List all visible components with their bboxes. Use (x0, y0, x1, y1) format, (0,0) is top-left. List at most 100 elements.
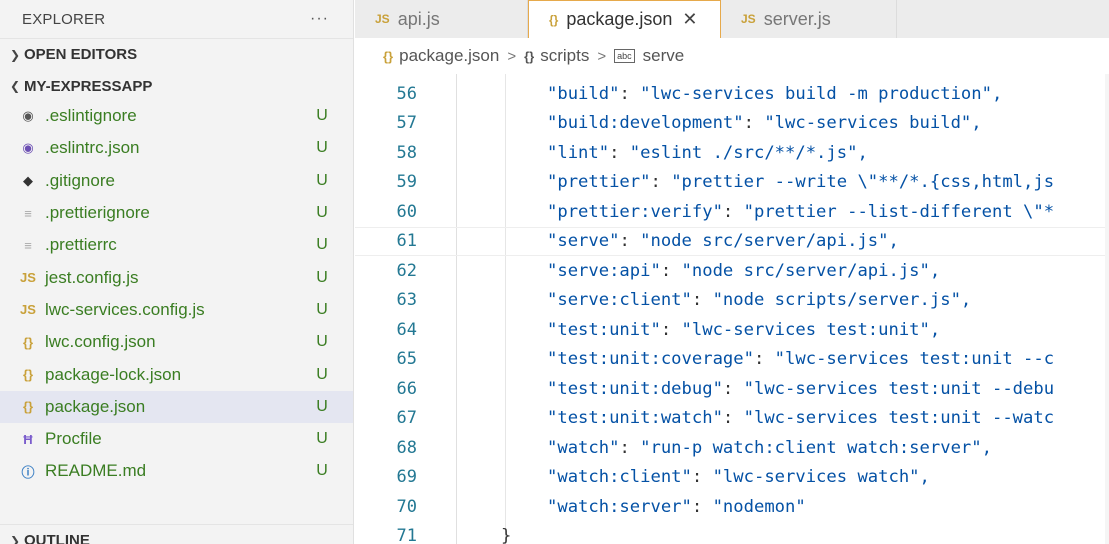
git-icon: ◆ (23, 172, 33, 188)
eslint-icon: ◉ (22, 140, 34, 156)
git-status-badge: U (316, 236, 328, 254)
colon: : (619, 437, 641, 458)
colon: : (743, 113, 765, 134)
json-key: "watch:client" (547, 467, 692, 488)
colon: : (660, 319, 682, 340)
code-text: "test:unit:coverage": "lwc-services test… (547, 349, 1054, 369)
tab-api-js[interactable]: JS api.js (355, 0, 528, 38)
code-text: "lint": "eslint ./src/**/*.js", (547, 143, 868, 163)
section-label: OUTLINE (24, 532, 90, 544)
explorer-sidebar: EXPLORER ··· ❯ OPEN EDITORS ❮ MY-EXPRESS… (0, 0, 354, 544)
json-value: "eslint ./src/**/*.js", (629, 142, 868, 163)
git-status-badge: U (316, 333, 328, 351)
json-value: "node src/server/api.js", (681, 260, 941, 281)
code-line: 67"test:unit:watch": "lwc-services test:… (355, 404, 1109, 434)
line-number: 57 (396, 113, 417, 134)
section-project-folder[interactable]: ❮ MY-EXPRESSAPP (0, 70, 353, 102)
tab-package-json[interactable]: {} package.json ✕ (528, 0, 721, 38)
file-name: .gitignore (45, 170, 115, 190)
breadcrumb-serve[interactable]: serve (642, 46, 685, 65)
editor-scrollbar[interactable] (1105, 74, 1109, 544)
colon: : (722, 201, 744, 222)
code-text: "watch:server": "nodemon" (547, 497, 806, 517)
code-line: 58 "lint": "eslint ./src/**/*.js", (355, 138, 1109, 168)
file-name: package-lock.json (45, 364, 182, 384)
file-item[interactable]: ◆ .gitignore U (0, 165, 353, 197)
code-text: "test:unit:debug": "lwc-services test:un… (547, 379, 1054, 399)
json-value: "lwc-services test:unit --c (774, 349, 1055, 370)
json-value: "nodemon" (712, 496, 806, 517)
js-file-icon: JS (375, 12, 390, 26)
more-actions-icon[interactable]: ··· (310, 10, 329, 27)
file-name: jest.config.js (45, 267, 139, 287)
prettier-ignore-icon: ≡ (24, 205, 32, 221)
json-value: "node scripts/server.js", (712, 290, 972, 311)
file-item[interactable]: {} package-lock.json U (0, 358, 353, 390)
code-line: 57"build:development": "lwc-services bui… (355, 109, 1109, 139)
file-name: package.json (45, 396, 146, 416)
line-number: 58 (396, 142, 417, 163)
json-key: "test:unit" (547, 319, 661, 340)
code-text: "prettier:verify": "prettier --list-diff… (547, 202, 1054, 222)
code-text: } (501, 526, 511, 544)
explorer-header: EXPLORER ··· (0, 0, 353, 38)
section-label: OPEN EDITORS (24, 46, 138, 63)
json-value: "lwc-services watch", (712, 467, 930, 488)
colon: : (691, 496, 713, 517)
git-status-badge: U (316, 268, 328, 286)
git-status-badge: U (316, 171, 328, 189)
git-status-badge: U (316, 365, 328, 383)
code-line: 65 "test:unit:coverage": "lwc-services te… (355, 345, 1109, 375)
breadcrumb-file[interactable]: package.json (399, 46, 500, 65)
git-status-badge: U (316, 397, 328, 415)
code-text: "serve:api": "node src/server/api.js", (547, 261, 940, 281)
git-status-badge: U (316, 430, 328, 448)
line-number: 63 (396, 290, 417, 311)
colon: : (619, 83, 641, 104)
code-line: 60"prettier:verify": "prettier --list-di… (355, 197, 1109, 227)
code-line: 56"build": "lwc-services build -m produc… (355, 79, 1109, 109)
section-outline[interactable]: ❯ OUTLINE (0, 524, 353, 544)
line-number: 66 (396, 378, 417, 399)
code-text: "build": "lwc-services build -m producti… (547, 84, 1002, 104)
line-number: 64 (396, 319, 417, 340)
json-value: "lwc-services build -m production", (640, 83, 1003, 104)
json-file-icon: {} (549, 12, 559, 27)
tab-server-js[interactable]: JS server.js (721, 0, 897, 38)
line-number: 69 (396, 467, 417, 488)
json-value: "lwc-services test:unit --watc (743, 408, 1055, 429)
file-item[interactable]: JS jest.config.js U (0, 261, 353, 293)
line-number: 62 (396, 260, 417, 281)
file-name: .prettierignore (45, 203, 150, 223)
close-icon[interactable]: ✕ (682, 9, 698, 29)
code-line: 62 "serve:api": "node src/server/api.js", (355, 256, 1109, 286)
breadcrumb-scripts[interactable]: scripts (540, 46, 590, 65)
json-key: "build:development" (547, 113, 744, 134)
json-key: "test:unit:coverage" (547, 349, 754, 370)
js-file-icon: JS (741, 12, 756, 26)
json-value: "lwc-services test:unit", (681, 319, 941, 340)
line-number: 67 (396, 408, 417, 429)
colon: : (660, 260, 682, 281)
section-open-editors[interactable]: ❯ OPEN EDITORS (0, 38, 353, 70)
code-text: "serve": "node src/server/api.js", (547, 231, 899, 251)
tab-bar: JS api.js {} package.json ✕ JS server.js (355, 0, 1109, 38)
code-editor[interactable]: 56"build": "lwc-services build -m produc… (355, 74, 1109, 544)
line-number: 70 (396, 496, 417, 517)
js-file-icon: JS (20, 302, 36, 318)
code-line: 71} (355, 522, 1109, 544)
json-file-icon: {} (22, 367, 34, 383)
line-number: 65 (396, 349, 417, 370)
json-file-icon: {} (22, 334, 34, 350)
git-status-badge: U (316, 462, 328, 480)
js-file-icon: JS (20, 270, 36, 286)
